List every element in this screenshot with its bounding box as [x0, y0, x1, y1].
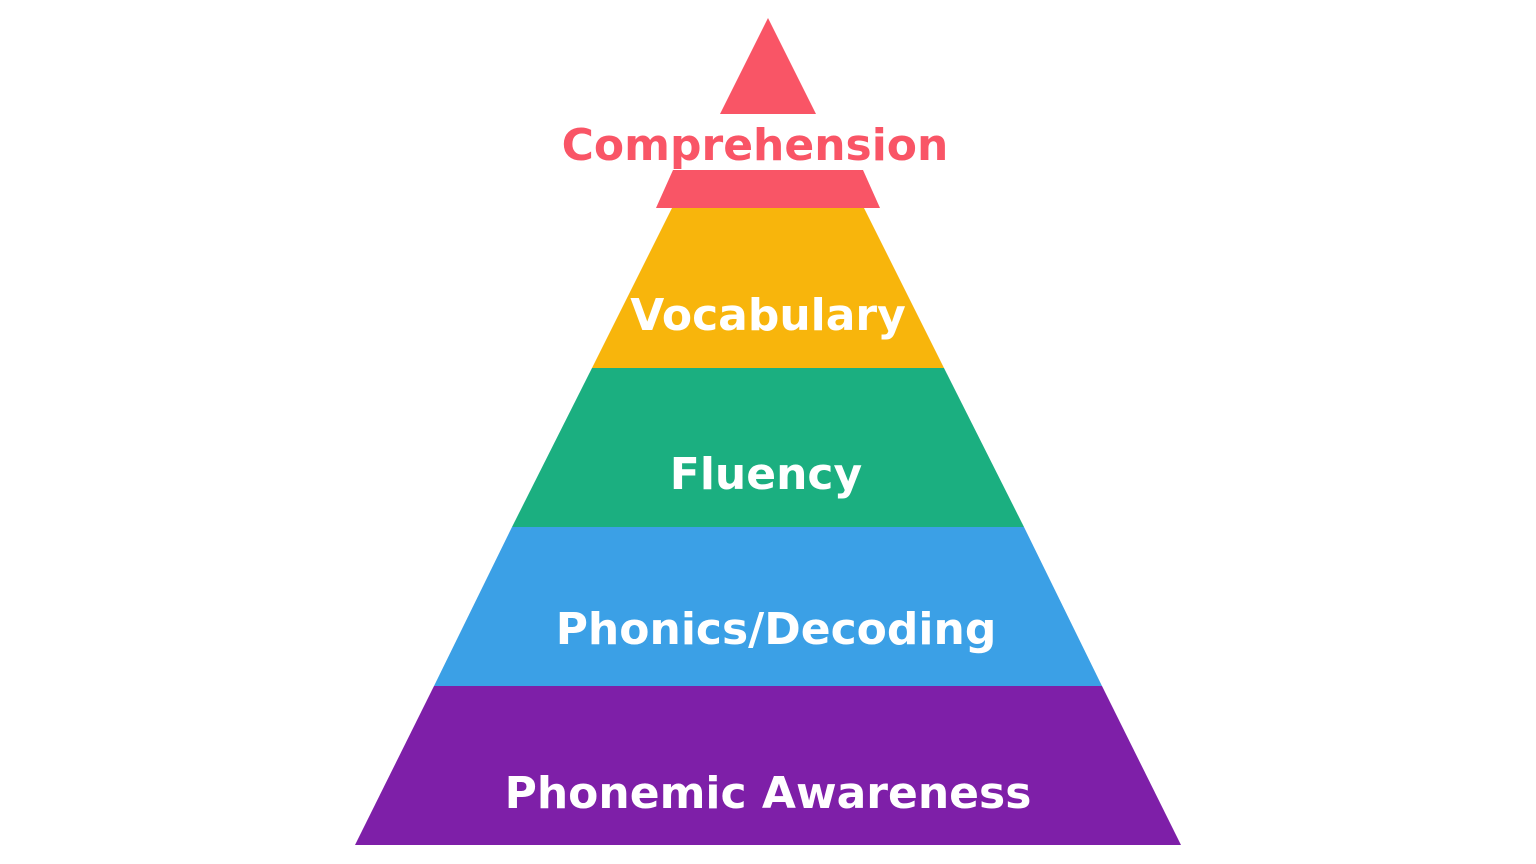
pyramid-peak	[720, 18, 816, 114]
phonics-decoding-label: Phonics/Decoding	[556, 604, 997, 655]
comprehension-label: Comprehension	[562, 120, 949, 171]
vocabulary-label: Vocabulary	[630, 290, 906, 341]
pyramid-level-vocabulary	[592, 208, 944, 368]
phonemic-awareness-label: Phonemic Awareness	[505, 768, 1032, 819]
fluency-label: Fluency	[670, 449, 862, 500]
pyramid-level-comprehension-band	[656, 170, 880, 208]
pyramid-level-phonics-decoding	[434, 527, 1102, 686]
pyramid-level-phonemic-awareness	[355, 686, 1181, 845]
pyramid-level-fluency	[512, 368, 1024, 527]
